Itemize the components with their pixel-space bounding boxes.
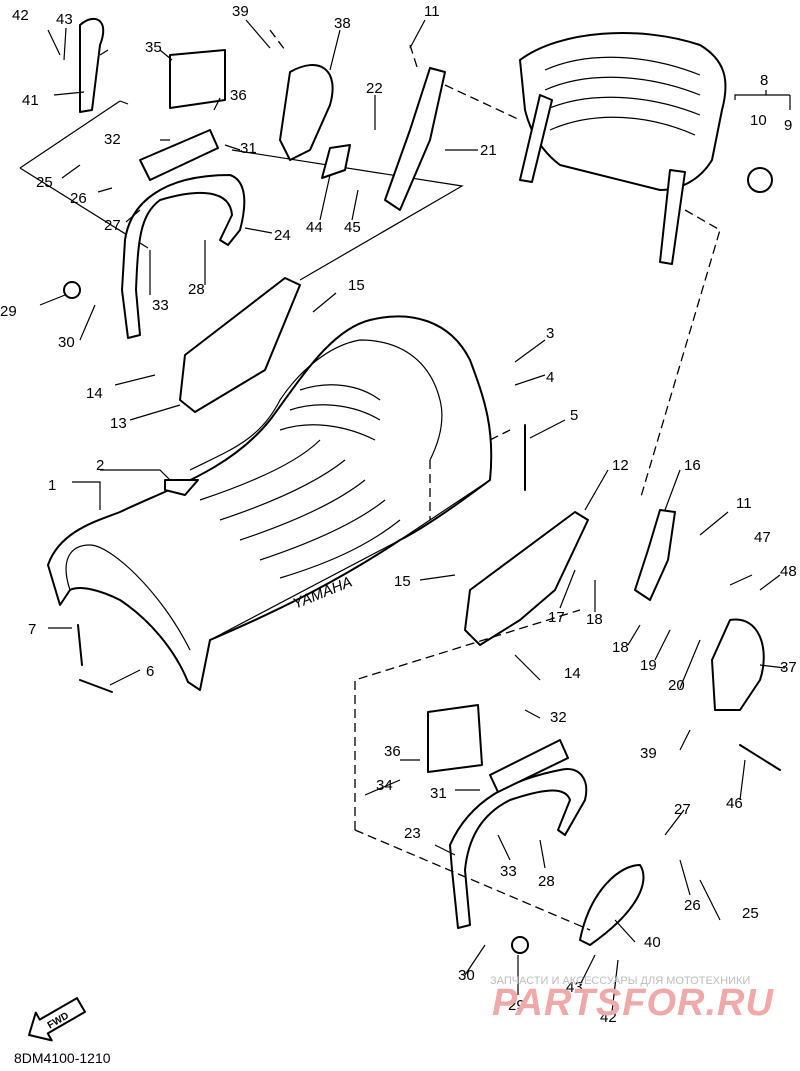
callout-22: 22 (366, 80, 383, 97)
watermark-logo: PARTSFOR.RU (492, 982, 774, 1024)
callout-33-top: 33 (152, 297, 169, 314)
leader-lines (39, 19, 786, 1013)
callout-34: 34 (376, 777, 393, 794)
callout-31-top: 31 (240, 140, 257, 157)
callout-35: 35 (145, 39, 162, 56)
callout-32-top: 32 (104, 131, 121, 148)
callout-23: 23 (404, 825, 421, 842)
assembly-lines (269, 29, 721, 931)
callout-46: 46 (726, 795, 743, 812)
diagram-code: 8DM4100-1210 (14, 1050, 111, 1066)
callout-29-bottom: 29 (508, 997, 525, 1014)
fwd-arrow: FWD (28, 997, 86, 1042)
seat-badge (164, 479, 199, 496)
callout-33-bottom: 33 (500, 863, 517, 880)
callout-42-bottom: 42 (600, 1009, 617, 1026)
callout-11-mid: 11 (736, 495, 752, 512)
knob-9 (747, 167, 773, 193)
callout-36-top: 36 (230, 87, 247, 104)
callout-15-top: 15 (348, 277, 365, 294)
callout-38: 38 (334, 15, 351, 32)
callout-5: 5 (570, 407, 578, 424)
callout-15-mid: 15 (394, 573, 411, 590)
callout-27-bottom: 27 (674, 801, 691, 818)
bracket-12 (464, 511, 589, 646)
callout-41: 41 (22, 92, 39, 109)
callout-26-bottom: 26 (684, 897, 701, 914)
callout-25-bottom: 25 (742, 905, 759, 922)
callout-6: 6 (146, 663, 154, 680)
callout-47: 47 (754, 529, 771, 546)
callout-11-top: 11 (424, 3, 440, 20)
backrest-pad (519, 32, 727, 265)
callout-45: 45 (344, 219, 361, 236)
grab-rail-lower (449, 768, 588, 929)
callout-24: 24 (274, 227, 291, 244)
callout-27-top: 27 (104, 217, 121, 234)
callout-21: 21 (480, 142, 497, 159)
callout-14-mid: 14 (564, 665, 581, 682)
callout-42-top: 42 (12, 7, 29, 24)
callout-28-bottom: 28 (538, 873, 555, 890)
callout-39-top: 39 (232, 3, 249, 20)
knob-29-upper (63, 281, 81, 299)
callout-29-top: 29 (0, 303, 17, 320)
callout-40: 40 (644, 934, 661, 951)
callout-3: 3 (546, 325, 554, 342)
callout-13: 13 (110, 415, 127, 432)
callout-48: 48 (780, 563, 797, 580)
callout-37: 37 (780, 659, 797, 676)
callout-8: 8 (760, 72, 768, 89)
callout-1: 1 (48, 477, 56, 494)
plate-34 (427, 704, 483, 773)
callout-30-bottom: 30 (458, 967, 475, 984)
stay-16 (634, 509, 676, 601)
callout-bracket-8 (734, 90, 791, 110)
callout-2: 2 (96, 457, 104, 474)
lamp-37 (711, 618, 765, 711)
grab-rail-upper (121, 174, 246, 339)
callout-20: 20 (668, 677, 685, 694)
stay-21 (384, 67, 446, 211)
callout-9: 9 (784, 117, 792, 134)
callout-4: 4 (546, 369, 554, 386)
callout-18-a: 18 (586, 611, 603, 628)
left-assembly-outline-right (231, 149, 464, 281)
seat: YAMAHA (47, 315, 511, 691)
stay-41 (79, 18, 105, 113)
knob-29-lower (511, 936, 529, 954)
callout-30-top: 30 (58, 334, 75, 351)
cover-38 (279, 64, 334, 161)
bracket-13 (179, 277, 301, 413)
shaft-31-upper (139, 129, 219, 181)
watermark-tagline: ЗАПЧАСТИ И АКСЕССУАРЫ ДЛЯ МОТОТЕХНИКИ (490, 975, 751, 987)
shaft-31-lower (489, 739, 569, 793)
plate-35 (169, 49, 226, 109)
callout-10: 10 (750, 112, 767, 129)
callout-14-top: 14 (86, 385, 103, 402)
callout-36-bottom: 36 (384, 743, 401, 760)
callout-18-b: 18 (612, 639, 629, 656)
callout-25-top: 25 (36, 174, 53, 191)
callout-43-bottom: 43 (566, 979, 583, 996)
callout-26-top: 26 (70, 190, 87, 207)
fasteners (77, 424, 781, 771)
callout-16: 16 (684, 457, 701, 474)
plate-44 (321, 144, 351, 179)
callout-28-top: 28 (188, 281, 205, 298)
callout-7: 7 (28, 621, 36, 638)
stay-40 (579, 864, 645, 946)
callout-32-bottom: 32 (550, 709, 567, 726)
callout-19: 19 (640, 657, 657, 674)
callout-17: 17 (548, 609, 565, 626)
callout-39-bottom: 39 (640, 745, 657, 762)
callout-43-top: 43 (56, 11, 73, 28)
callout-31-bottom: 31 (430, 785, 447, 802)
callout-44: 44 (306, 219, 323, 236)
callout-12: 12 (612, 457, 629, 474)
